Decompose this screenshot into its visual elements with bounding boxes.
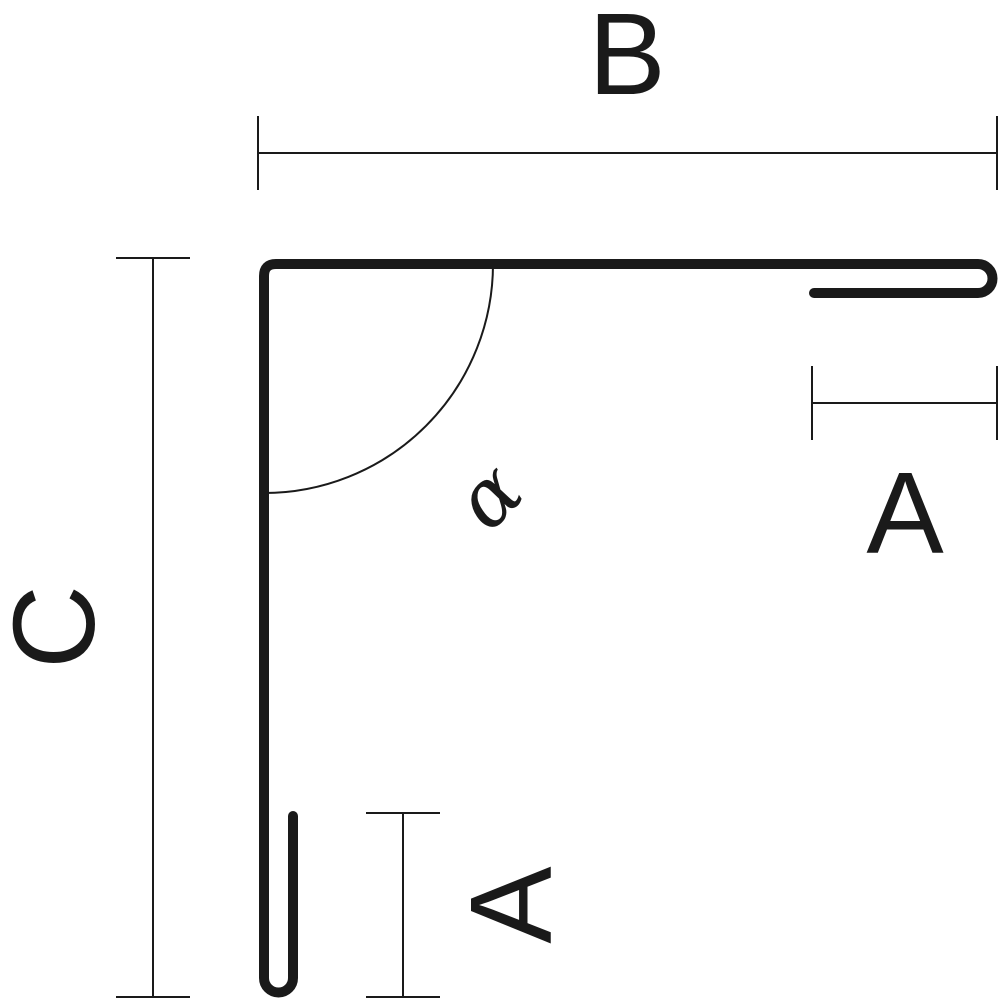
dimension-a-top-label: A [866, 448, 944, 578]
angle-marker: α [263, 263, 541, 548]
angle-alpha-label: α [437, 444, 541, 548]
dimension-b-label: B [588, 0, 665, 119]
angle-arc [263, 263, 494, 494]
dimension-a-top: A [811, 366, 998, 578]
dimension-b: B [257, 0, 998, 190]
dimension-a-side: A [366, 812, 576, 998]
sheet-profile [259, 259, 998, 998]
dimension-a-side-label: A [446, 866, 576, 944]
dimension-c: C [0, 257, 190, 998]
dimension-c-label: C [0, 585, 119, 669]
